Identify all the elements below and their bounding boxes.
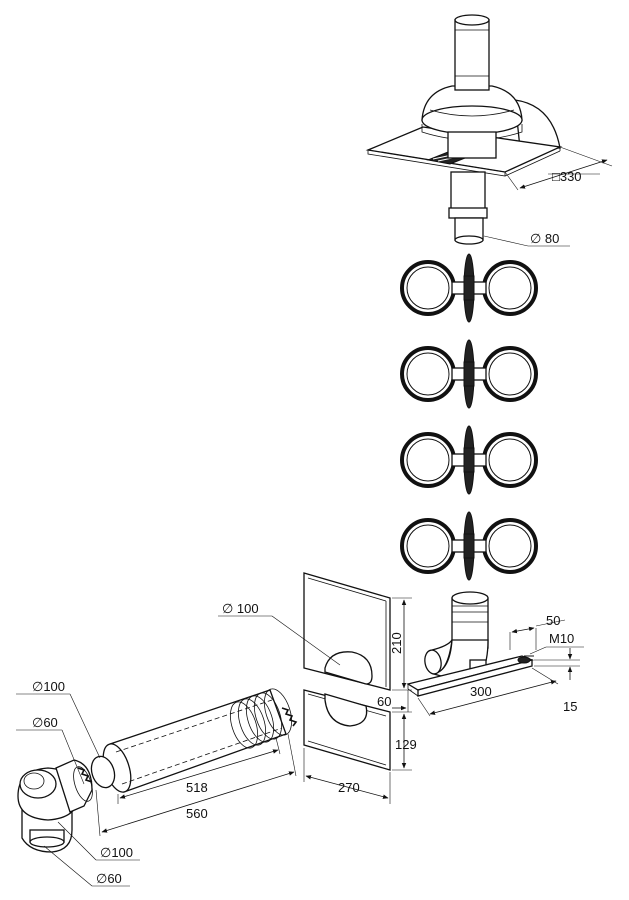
dim-plate-dia: ∅ 100: [218, 601, 341, 666]
plate-dia-label: ∅ 100: [222, 601, 259, 616]
elbow-outer-bottom-label: ∅100: [100, 845, 133, 860]
plate-bottom-height-label: 129: [395, 737, 417, 752]
pipe-inner-length-label: 518: [186, 780, 208, 795]
elbow-fitting: [17, 759, 93, 853]
dim-plate-height: 210: [389, 597, 412, 691]
dim-elbow-outer-top: ∅100: [16, 679, 101, 759]
dim-elbow-inner-top: ∅60: [16, 715, 85, 785]
elbow-inner-top-label: ∅60: [32, 715, 58, 730]
horizontal-pipe: [90, 688, 298, 793]
elbow-outer-top-label: ∅100: [32, 679, 65, 694]
dim-chimney-dia: ∅ 80: [483, 231, 570, 247]
wall-plate-lower: [303, 689, 391, 771]
chimney-dia-label: ∅ 80: [530, 231, 559, 246]
bracket-thickness-label: 15: [563, 699, 577, 714]
dim-plate-width: 270: [303, 748, 391, 804]
pipe-clamp: [400, 511, 538, 581]
dim-pipe-outer-length: 560: [95, 733, 297, 837]
dim-bolt: M10: [529, 631, 584, 655]
pipe-outer-length-label: 560: [186, 806, 208, 821]
bracket-length-label: 300: [470, 684, 492, 699]
dim-roof-plate: □330: [504, 146, 613, 191]
elbow-inner-bottom-label: ∅60: [96, 871, 122, 886]
bolt-label: M10: [549, 631, 574, 646]
pipe-clamp: [400, 425, 538, 495]
roof-terminal: [365, 14, 563, 245]
terminal-chimney: [454, 19, 490, 91]
terminal-lower-pipe: [450, 171, 486, 213]
dim-elbow-outer-bottom: ∅100: [57, 821, 140, 861]
dim-bracket-slot: 50: [509, 613, 566, 650]
dim-elbow-inner-bottom: ∅60: [43, 845, 130, 887]
bracket-offset-label: 60: [377, 694, 391, 709]
plate-width-label: 270: [338, 780, 360, 795]
dim-bracket-thickness: 15: [534, 648, 580, 714]
pipe-clamp: [400, 339, 538, 409]
dim-plate-bottom-height: 129: [392, 711, 417, 771]
dim-bracket-offset: 60: [377, 690, 409, 712]
wall-plate-upper: [303, 572, 391, 691]
pipe-clamp: [400, 253, 538, 323]
bracket-slot-label: 50: [546, 613, 560, 628]
plate-height-label: 210: [389, 632, 404, 654]
dim-bracket-length: 300: [417, 667, 559, 717]
cone-rim: [421, 105, 523, 135]
roof-plate-size-label: □330: [552, 169, 582, 184]
pipe-clamps: [400, 253, 538, 581]
